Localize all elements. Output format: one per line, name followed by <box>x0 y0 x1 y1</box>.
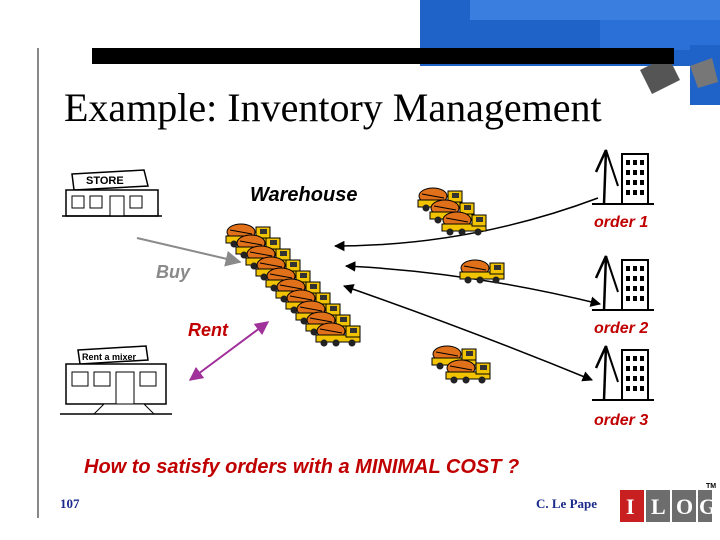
concrete-mixer-truck-icon <box>445 359 491 384</box>
rent-arrow <box>188 321 270 381</box>
rental-shop-icon: Rent a mixer <box>60 345 172 415</box>
concrete-mixer-truck-icon <box>441 211 487 236</box>
page-number: 107 <box>60 496 80 511</box>
construction-site-icon <box>592 255 654 311</box>
svg-text:I: I <box>626 494 635 519</box>
construction-site-icon <box>592 345 654 401</box>
svg-text:STORE: STORE <box>86 175 124 187</box>
slide-title: Example: Inventory Management <box>64 85 602 130</box>
title-bar <box>92 48 674 64</box>
buy-arrow <box>136 237 242 267</box>
arrow-order-3 <box>343 284 593 382</box>
rent-label: Rent <box>188 320 228 340</box>
svg-text:O: O <box>676 494 693 519</box>
svg-text:TM: TM <box>706 483 716 490</box>
arrow-order-1 <box>333 197 599 252</box>
left-rule <box>37 48 39 518</box>
order-1-label: order 1 <box>594 214 649 231</box>
corner-decoration <box>420 0 720 105</box>
construction-site-icon <box>592 149 654 205</box>
svg-text:G: G <box>699 494 716 519</box>
question-text: How to satisfy orders with a MINIMAL COS… <box>84 456 520 478</box>
concrete-mixer-truck-icon <box>315 322 361 347</box>
svg-text:Rent a mixer: Rent a mixer <box>82 352 137 362</box>
buy-label: Buy <box>156 262 191 282</box>
ilog-logo: I L O G TM <box>620 483 716 522</box>
order-3-label: order 3 <box>594 412 649 429</box>
author: C. Le Pape <box>536 496 598 511</box>
mixer-trucks <box>225 187 505 384</box>
warehouse-label: Warehouse <box>250 184 358 206</box>
svg-text:L: L <box>651 494 666 519</box>
concrete-mixer-truck-icon <box>459 259 505 284</box>
store-icon: STORE <box>62 169 162 217</box>
order-2-label: order 2 <box>594 320 649 337</box>
